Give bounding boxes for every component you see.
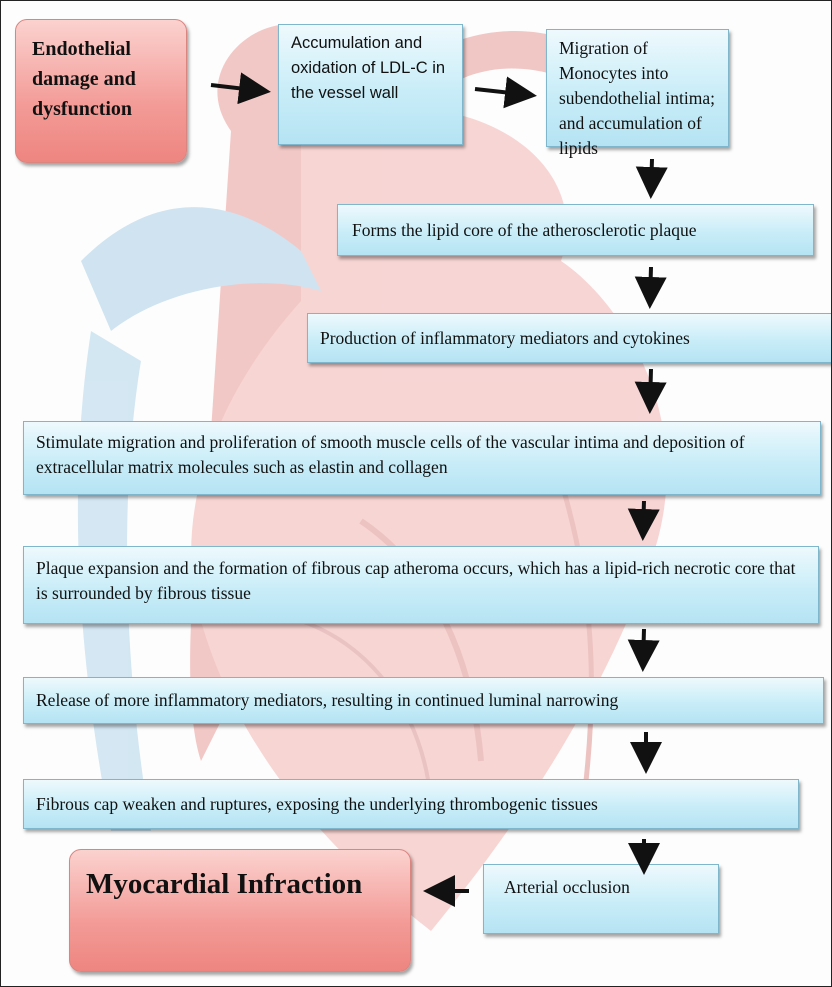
step-monocytes-label: Migration of Monocytes into subendotheli… xyxy=(559,38,715,158)
step-mediators-label: Production of inflammatory mediators and… xyxy=(320,326,690,351)
step-mediators-box: Production of inflammatory mediators and… xyxy=(307,313,832,363)
end-box: Myocardial Infraction xyxy=(69,849,411,972)
step-plaque-label: Plaque expansion and the formation of fi… xyxy=(36,558,796,603)
step-smooth-muscle-box: Stimulate migration and proliferation of… xyxy=(23,421,821,495)
step-occlusion-label: Arterial occlusion xyxy=(504,877,630,897)
step-lipid-core-box: Forms the lipid core of the atherosclero… xyxy=(337,204,814,256)
step-release-label: Release of more inflammatory mediators, … xyxy=(36,688,618,713)
step-ldl-box: Accumulation and oxidation of LDL-C in t… xyxy=(278,24,463,145)
step-rupture-box: Fibrous cap weaken and ruptures, exposin… xyxy=(23,779,799,829)
step-occlusion-box: Arterial occlusion xyxy=(483,864,719,934)
step-smooth-muscle-label: Stimulate migration and proliferation of… xyxy=(36,432,745,477)
step-release-box: Release of more inflammatory mediators, … xyxy=(23,677,824,724)
end-label: Myocardial Infraction xyxy=(86,868,362,900)
start-box: Endothelial damage and dysfunction xyxy=(15,19,187,163)
step-plaque-box: Plaque expansion and the formation of fi… xyxy=(23,546,819,624)
step-ldl-label: Accumulation and oxidation of LDL-C in t… xyxy=(291,34,445,102)
step-monocytes-box: Migration of Monocytes into subendotheli… xyxy=(546,29,729,147)
start-label: Endothelial damage and dysfunction xyxy=(32,38,136,120)
step-rupture-label: Fibrous cap weaken and ruptures, exposin… xyxy=(36,792,598,817)
step-lipid-core-label: Forms the lipid core of the atherosclero… xyxy=(352,218,697,243)
